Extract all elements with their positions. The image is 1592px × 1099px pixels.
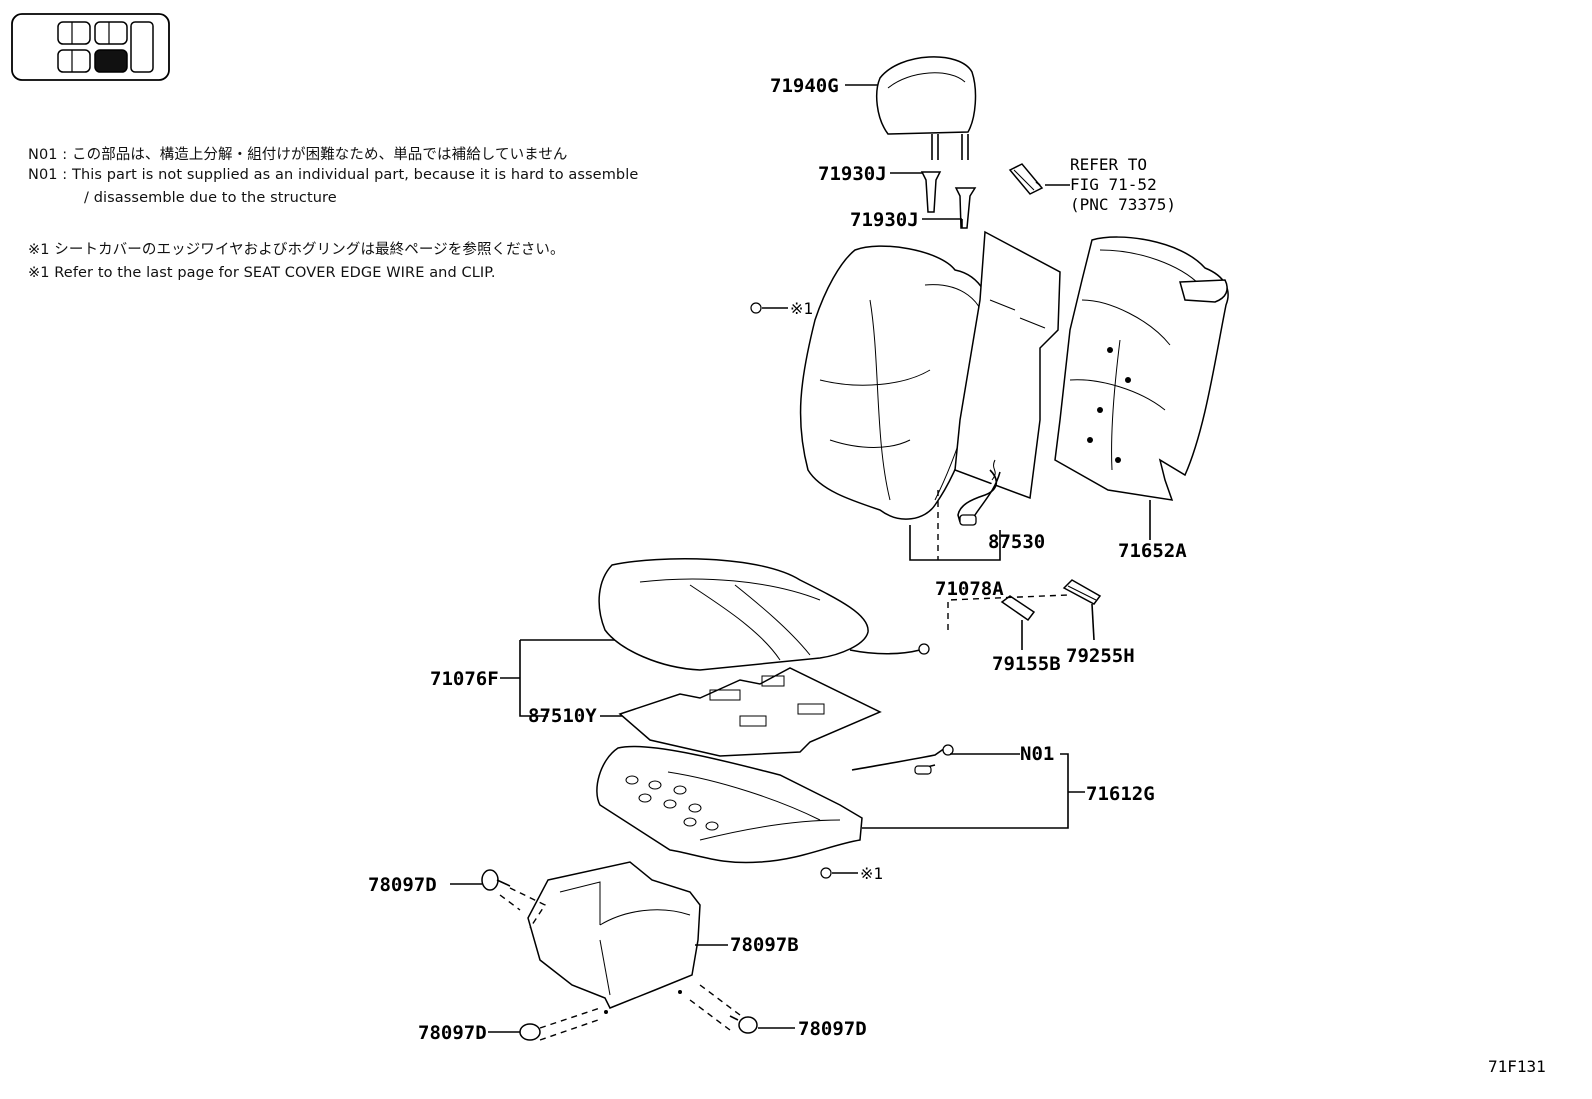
label-78097d-top: 78097D xyxy=(368,874,437,896)
harness-assembly xyxy=(851,744,954,775)
clip-top xyxy=(481,869,511,891)
clip-bottom-left xyxy=(519,1023,541,1041)
figure-id: 71F131 xyxy=(1488,1057,1546,1076)
seat-position-icon xyxy=(11,13,170,81)
headrest xyxy=(875,56,977,160)
label-71930j-lower: 71930J xyxy=(850,209,919,231)
label-78097d-bottom-left: 78097D xyxy=(418,1022,487,1044)
refer-to-line2: FIG 71-52 xyxy=(1070,175,1157,194)
seatback-cover xyxy=(799,245,992,520)
bezel-79155b xyxy=(1000,595,1036,622)
label-71076f: 71076F xyxy=(430,668,499,690)
label-71612g: 71612G xyxy=(1086,783,1155,805)
label-78097b: 78097B xyxy=(730,934,799,956)
note-n01-english: N01 : This part is not supplied as an in… xyxy=(28,167,639,183)
label-79255h: 79255H xyxy=(1066,645,1135,667)
seat-shield xyxy=(527,861,701,1014)
refer-to-line1: REFER TO xyxy=(1070,155,1147,174)
note-n01-japanese: N01 : この部品は、構造上分解・組付けが困難なため、単品では補給していません xyxy=(28,147,568,163)
note-n01-english-cont: / disassemble due to the structure xyxy=(84,190,337,206)
seat-cushion-cover xyxy=(598,558,930,671)
note-ref-japanese: ※1 シートカバーのエッジワイヤおよびホグリングは最終ページを参照ください。 xyxy=(28,242,565,258)
label-71940g: 71940G xyxy=(770,75,839,97)
label-71930j-upper: 71930J xyxy=(818,163,887,185)
label-87530: 87530 xyxy=(988,531,1045,553)
note-ref-english: ※1 Refer to the last page for SEAT COVER… xyxy=(28,265,496,281)
label-78097d-bottom-right: 78097D xyxy=(798,1018,867,1040)
seat-sensor xyxy=(957,469,998,526)
label-71652a: 71652A xyxy=(1118,540,1187,562)
seatback-frame xyxy=(1054,236,1229,501)
refer-bezel-part xyxy=(1008,163,1044,195)
seatback-heater xyxy=(954,230,1061,521)
clip-bottom-right xyxy=(729,1015,758,1034)
refer-to-line3: (PNC 73375) xyxy=(1070,195,1176,214)
label-79155b: 79155B xyxy=(992,653,1061,675)
headrest-guide-right xyxy=(954,187,977,229)
bezel-79255h xyxy=(1062,579,1102,605)
label-ref-mark-back: ※1 xyxy=(790,299,813,318)
label-n01: N01 xyxy=(1020,743,1054,765)
seat-cushion-heater xyxy=(618,667,882,757)
seat-cushion-pad xyxy=(596,745,863,864)
label-87510y: 87510Y xyxy=(528,705,597,727)
label-ref-mark-cushion: ※1 xyxy=(860,864,883,883)
label-71078a: 71078A xyxy=(935,578,1004,600)
headrest-guide-left xyxy=(920,171,942,213)
